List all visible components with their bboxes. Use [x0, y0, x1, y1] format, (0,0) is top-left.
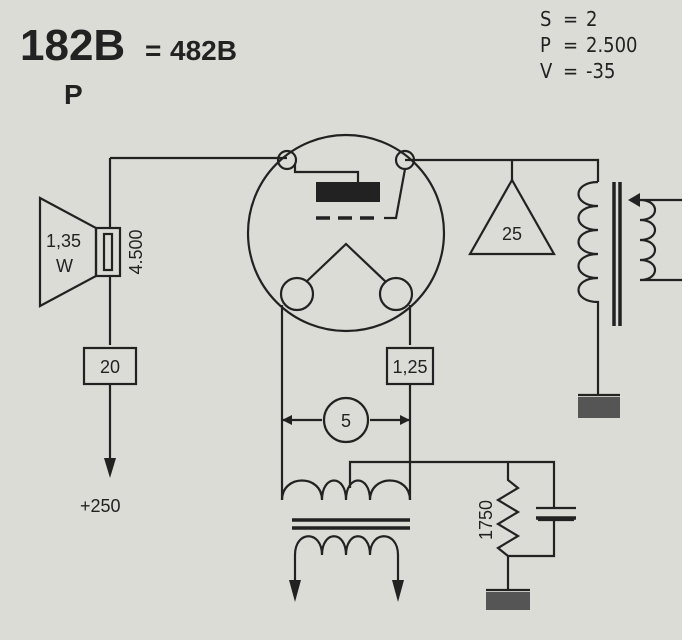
type-letter: P	[64, 79, 83, 110]
spec-p-key: P	[540, 33, 551, 57]
resistor-125-value: 1,25	[392, 357, 427, 377]
spec-s-eq: =	[563, 7, 578, 31]
spec-v-value: -35	[586, 59, 615, 83]
resistor-125-box	[385, 346, 435, 386]
speaker-icon	[38, 196, 122, 308]
speaker-power: 1,35	[46, 231, 81, 251]
tube-icon	[246, 133, 446, 333]
spec-s-value: 2	[586, 7, 597, 31]
filament-circle	[322, 396, 370, 444]
resistor-1750-value: 1750	[476, 500, 496, 540]
speaker-impedance: 4.500	[126, 229, 146, 274]
cathode-network-icon	[486, 462, 576, 610]
filament-value: 5	[341, 411, 351, 431]
spec-v-eq: =	[563, 59, 578, 83]
arrow-right-icon	[400, 415, 410, 425]
capacitor-25-triangle	[468, 177, 556, 256]
capacitor-25-value: 25	[502, 224, 522, 244]
output-transformer-icon	[577, 180, 682, 418]
arrow-left-icon	[282, 415, 292, 425]
supply-arrow-icon	[104, 458, 116, 478]
spec-p-eq: =	[563, 33, 578, 57]
wire-top-right	[405, 158, 600, 182]
model-number: 182B	[20, 21, 125, 70]
resistor-20-value: 20	[100, 357, 120, 377]
spec-v-key: V	[540, 59, 553, 83]
filament-transformer-icon	[280, 460, 556, 602]
spec-s-key: S	[540, 7, 551, 31]
alt-model-number: 482B	[170, 35, 237, 66]
resistor-20-box	[82, 346, 138, 386]
supply-voltage: +250	[80, 496, 121, 516]
equals-sign: =	[145, 35, 161, 66]
speaker-power-unit: W	[56, 256, 73, 276]
spec-p-value: 2.500	[586, 33, 638, 57]
